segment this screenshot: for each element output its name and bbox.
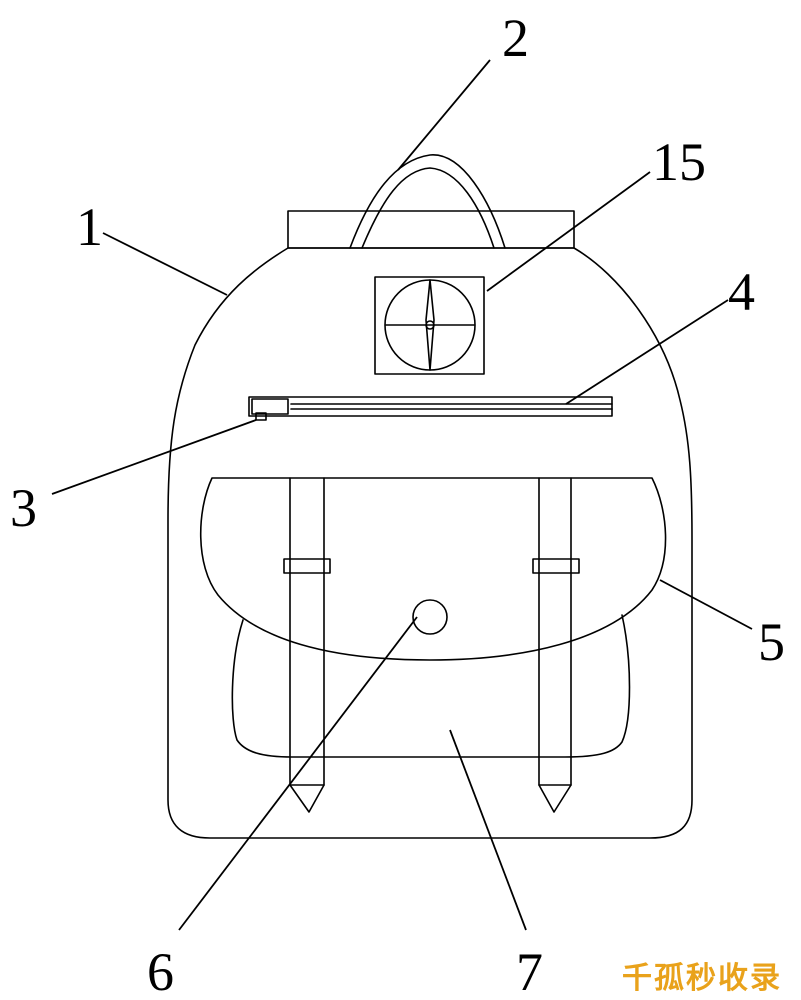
- label-2: 2: [502, 8, 529, 68]
- label-1: 1: [76, 197, 103, 257]
- label-3: 3: [10, 478, 37, 538]
- zipper: [248, 396, 613, 417]
- leader-lines: [51, 59, 753, 931]
- zipper-pull: [251, 398, 289, 421]
- compass: [374, 276, 485, 375]
- watermark-text: 千孤秒收录: [622, 961, 782, 996]
- left-strap: [283, 477, 331, 813]
- top-lid-band: [287, 210, 575, 249]
- pocket-flap: [199, 477, 667, 661]
- flap-button: [412, 599, 448, 635]
- label-15: 15: [652, 132, 706, 192]
- label-5: 5: [758, 612, 785, 672]
- front-pocket: [231, 614, 631, 758]
- backpack-body: [167, 247, 693, 839]
- top-handle: [349, 154, 506, 249]
- label-7: 7: [516, 942, 543, 1000]
- right-strap: [532, 477, 580, 813]
- label-4: 4: [728, 262, 755, 322]
- label-6: 6: [147, 942, 174, 1000]
